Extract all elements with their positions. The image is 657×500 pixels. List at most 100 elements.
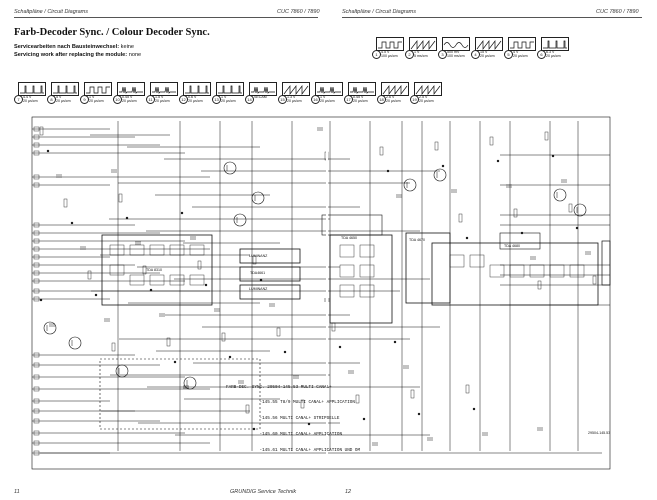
waveform-amplitude: 1 V <box>221 95 227 99</box>
connector-pin <box>33 362 40 368</box>
connector-pin <box>33 408 40 414</box>
connector-pin <box>33 418 40 424</box>
waveform-amplitude: 1.5 V <box>155 95 164 99</box>
waveform-amplitude: 15 V <box>480 50 488 54</box>
square-wave-icon <box>510 41 534 49</box>
ic-delay-1 <box>239 248 301 264</box>
internal-block <box>339 244 355 258</box>
waveform-number: 15 <box>278 95 287 104</box>
waveform-amplitude: 1.3 V <box>287 95 296 99</box>
header-left: Schaltpläne / Circuit Diagrams <box>14 9 88 15</box>
waveform-timebase: 20 µs/cm <box>23 99 38 103</box>
waveform-number: 14 <box>245 95 254 104</box>
internal-block <box>149 274 165 286</box>
waveform-box <box>282 82 310 96</box>
pulse-wave-icon <box>218 85 242 94</box>
junction-dot <box>228 355 232 359</box>
junction-dot <box>70 221 74 225</box>
ic-small <box>321 214 383 236</box>
internal-block <box>359 244 375 258</box>
internal-block <box>189 244 205 256</box>
sawtooth-wave-icon <box>382 84 408 96</box>
junction-dot <box>283 350 287 354</box>
waveform-amplitude: 0.45 V <box>122 95 133 99</box>
internal-block <box>129 274 145 286</box>
junction-dot <box>149 288 153 292</box>
connector-pin <box>33 222 40 228</box>
connector-pin <box>33 270 40 276</box>
waveform-box <box>376 37 404 51</box>
connector-pin <box>33 254 40 260</box>
dashed-subassembly <box>99 358 261 430</box>
junction-dot <box>338 345 342 349</box>
waveform-amplitude: 0.6 V <box>188 95 197 99</box>
junction-dot <box>465 236 469 240</box>
service-en-value: none <box>128 52 142 58</box>
connector-pin <box>33 440 40 446</box>
burst-wave-icon <box>119 86 143 94</box>
burst-wave-icon <box>350 86 374 94</box>
square-wave-icon <box>86 86 110 94</box>
connector-pin <box>33 288 40 294</box>
connector-pin <box>33 230 40 236</box>
ic-label-sync: TDA 8310 <box>146 268 162 272</box>
waveform-box <box>18 82 46 96</box>
resistor-symbol <box>39 126 44 136</box>
waveform-timebase: 20 µs/cm <box>155 99 170 103</box>
internal-block <box>339 264 355 278</box>
junction-dot <box>307 422 311 426</box>
connector-pin <box>33 238 40 244</box>
waveform-amplitude: 4.4 V <box>23 95 32 99</box>
burst-wave-icon <box>317 86 341 94</box>
internal-block <box>109 244 125 256</box>
waveform-number: 4 <box>471 50 480 59</box>
internal-block <box>509 264 525 278</box>
junction-dot <box>575 226 579 230</box>
internal-block <box>549 264 565 278</box>
variant-row: FARB-DEC. SYNC. 29504-145.53 MULTI CANAL… <box>226 384 332 390</box>
page-gutter <box>326 118 328 468</box>
junction-dot <box>125 216 129 220</box>
waveform-timebase: 20 µs/cm <box>221 99 236 103</box>
ic-delay-2 <box>239 266 301 282</box>
service-de-label: Servicearbeiten nach Bausteinwechsel: <box>14 44 120 50</box>
transistor-symbol <box>233 213 247 227</box>
waveform-number: 1 <box>372 50 381 59</box>
resistor-symbol <box>166 337 171 347</box>
waveform-amplitude: 2.6 V <box>386 95 395 99</box>
connector-pin <box>33 150 40 156</box>
waveform-box <box>475 37 503 51</box>
service-en-label: Servicing work after replacing the modul… <box>14 52 128 58</box>
resistor-symbol <box>489 136 494 146</box>
resistor-symbol <box>118 193 123 203</box>
connector-pin <box>33 386 40 392</box>
connector-pin <box>33 296 40 302</box>
waveform-box <box>84 82 112 96</box>
variant-row: -145.61 MULTI CANAL+ APPLICATION UND OM <box>226 448 361 454</box>
resistor-symbol <box>142 265 147 275</box>
waveform-timebase: 20 µs/cm <box>386 99 401 103</box>
resistor-symbol <box>87 270 92 280</box>
resistor-symbol <box>465 384 470 394</box>
waveform-box <box>409 37 437 51</box>
burst-wave-icon <box>152 86 176 94</box>
waveform-number: 6 <box>537 50 546 59</box>
waveform-number: 3 <box>438 50 447 59</box>
waveform-box <box>216 82 244 96</box>
internal-block <box>569 264 585 278</box>
connector-pin <box>33 246 40 252</box>
internal-block <box>449 254 465 268</box>
waveform-timebase: 100 µs/cm <box>381 54 398 58</box>
transistor-symbol <box>403 178 417 192</box>
waveform-number: 8 <box>47 95 56 104</box>
schematic-frame <box>31 116 611 470</box>
